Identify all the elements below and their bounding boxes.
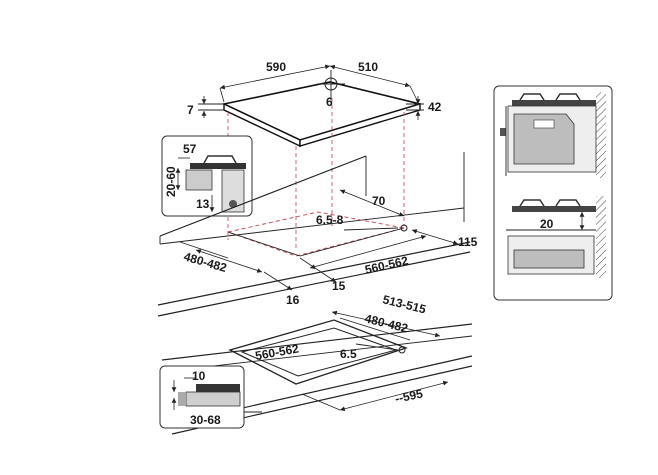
- label-lower-width: 560-562: [254, 341, 300, 362]
- label-side-height: 20-60: [164, 166, 178, 197]
- side-view-detail: 57 20-60 13: [161, 135, 253, 217]
- label-hob-depth: 510: [358, 60, 378, 74]
- hob-perspective: [221, 70, 424, 250]
- label-lower-total-width: --595: [394, 386, 425, 406]
- label-cutout-corner: 6.5-8: [316, 213, 344, 227]
- dim-hob-width: 590: [219, 60, 331, 103]
- label-lower-corner: 6.5: [340, 347, 357, 361]
- label-lower-depth-outer: 513-515: [381, 292, 427, 316]
- label-wall-gap: 115: [458, 235, 478, 249]
- label-flush-lip: 10: [192, 369, 206, 383]
- label-hob-height: 42: [428, 100, 442, 114]
- dim-hob-height: 42: [406, 96, 442, 120]
- label-cutout-offset: 70: [372, 194, 386, 208]
- oven-panel: 20: [493, 85, 613, 301]
- label-side-bottom: 13: [196, 197, 210, 211]
- label-front-edge: 15: [332, 279, 346, 293]
- lower-cutout-dims: 513-515 480-482 560-562 6.5 --595: [254, 292, 449, 412]
- dim-hob-thickness: 7: [187, 96, 224, 118]
- label-hob-width: 590: [266, 60, 286, 74]
- label-front-min: 16: [286, 293, 300, 307]
- label-cutout-width: 560-562: [364, 253, 410, 277]
- label-knob-gap: 6: [326, 95, 333, 109]
- label-hob-thickness: 7: [187, 103, 194, 117]
- flush-detail: 10 30-68: [159, 365, 262, 429]
- label-oven-gap: 20: [540, 217, 554, 231]
- label-worktop-thickness: 30-68: [190, 413, 221, 427]
- label-lower-depth: 480-482: [363, 311, 409, 335]
- label-side-top: 57: [183, 142, 197, 156]
